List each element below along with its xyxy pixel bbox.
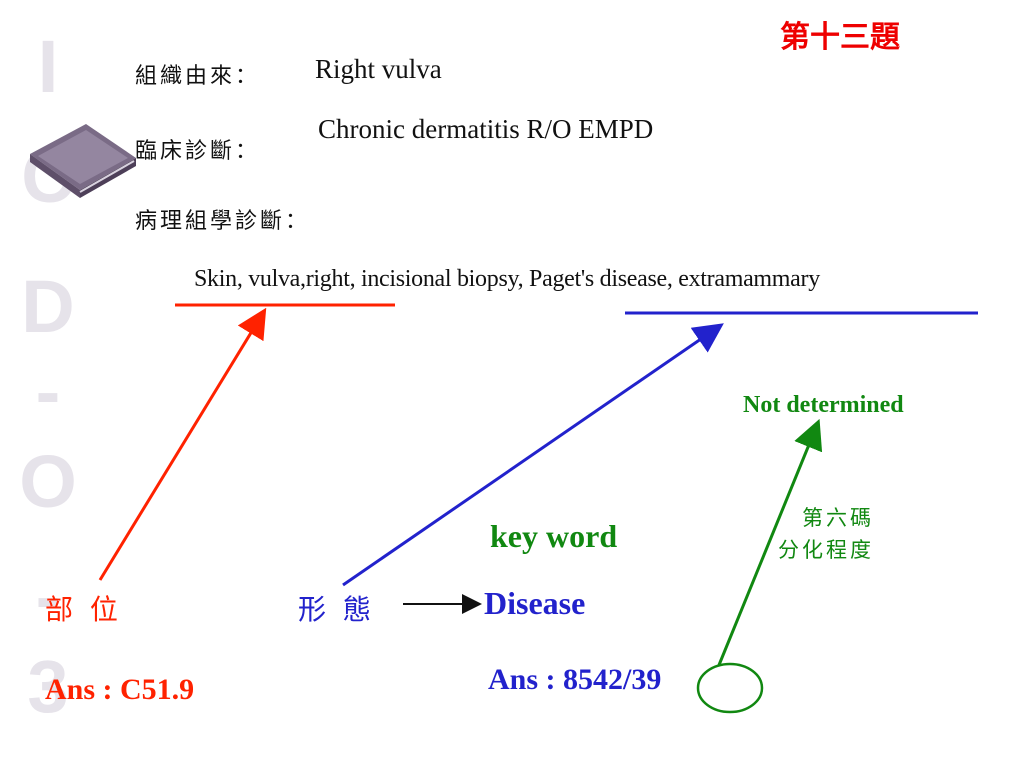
morphology-label: 形 態 (298, 593, 375, 626)
clinical-diagnosis-label: 臨床診斷： (135, 139, 261, 164)
site-label: 部 位 (45, 593, 122, 626)
watermark-letter: I (37, 25, 59, 108)
watermark-letter: O (19, 440, 77, 523)
book-icon (30, 124, 136, 198)
pathology-diagnosis-label: 病理組學診斷： (135, 209, 311, 234)
sixth-code-line1: 第六碼 (802, 506, 874, 530)
answer-morphology-grade: 9 (646, 663, 662, 696)
answer-morphology: Ans : 8542/39 (488, 663, 661, 697)
answer-morphology-code: Ans : 8542/3 (488, 663, 647, 696)
site-arrow (98, 307, 267, 581)
watermark-letter: D (21, 265, 75, 348)
not-determined-label: Not determined (743, 392, 904, 418)
pathology-diagnosis-value: Skin, vulva,right, incisional biopsy, Pa… (194, 266, 820, 293)
diagnosis-site-segment: Skin, vulva,right, (194, 266, 356, 292)
tissue-origin-value: Right vulva (315, 54, 442, 84)
watermark-letter: 3 (27, 645, 69, 728)
watermark-letter: - (35, 555, 61, 638)
diagnosis-morphology-segment: Paget's disease, extramammary (529, 266, 820, 292)
sixth-code-label: 第六碼 分化程度 (778, 502, 874, 566)
disease-label: Disease (484, 585, 586, 621)
watermark-letter: - (35, 350, 61, 433)
tissue-origin-label: 組織由來： (135, 64, 261, 89)
answer-site: Ans : C51.9 (45, 673, 195, 706)
slide-title: 第十三題 (780, 20, 900, 55)
sixth-code-line2: 分化程度 (778, 538, 874, 562)
grade-circle (696, 662, 764, 714)
key-word-label: key word (490, 518, 618, 554)
clinical-diagnosis-value: Chronic dermatitis R/O EMPD (318, 114, 654, 144)
watermark-icd-o-3: I C D - O - 3 (0, 0, 120, 768)
diagnosis-procedure-segment: incisional biopsy, (355, 266, 530, 292)
